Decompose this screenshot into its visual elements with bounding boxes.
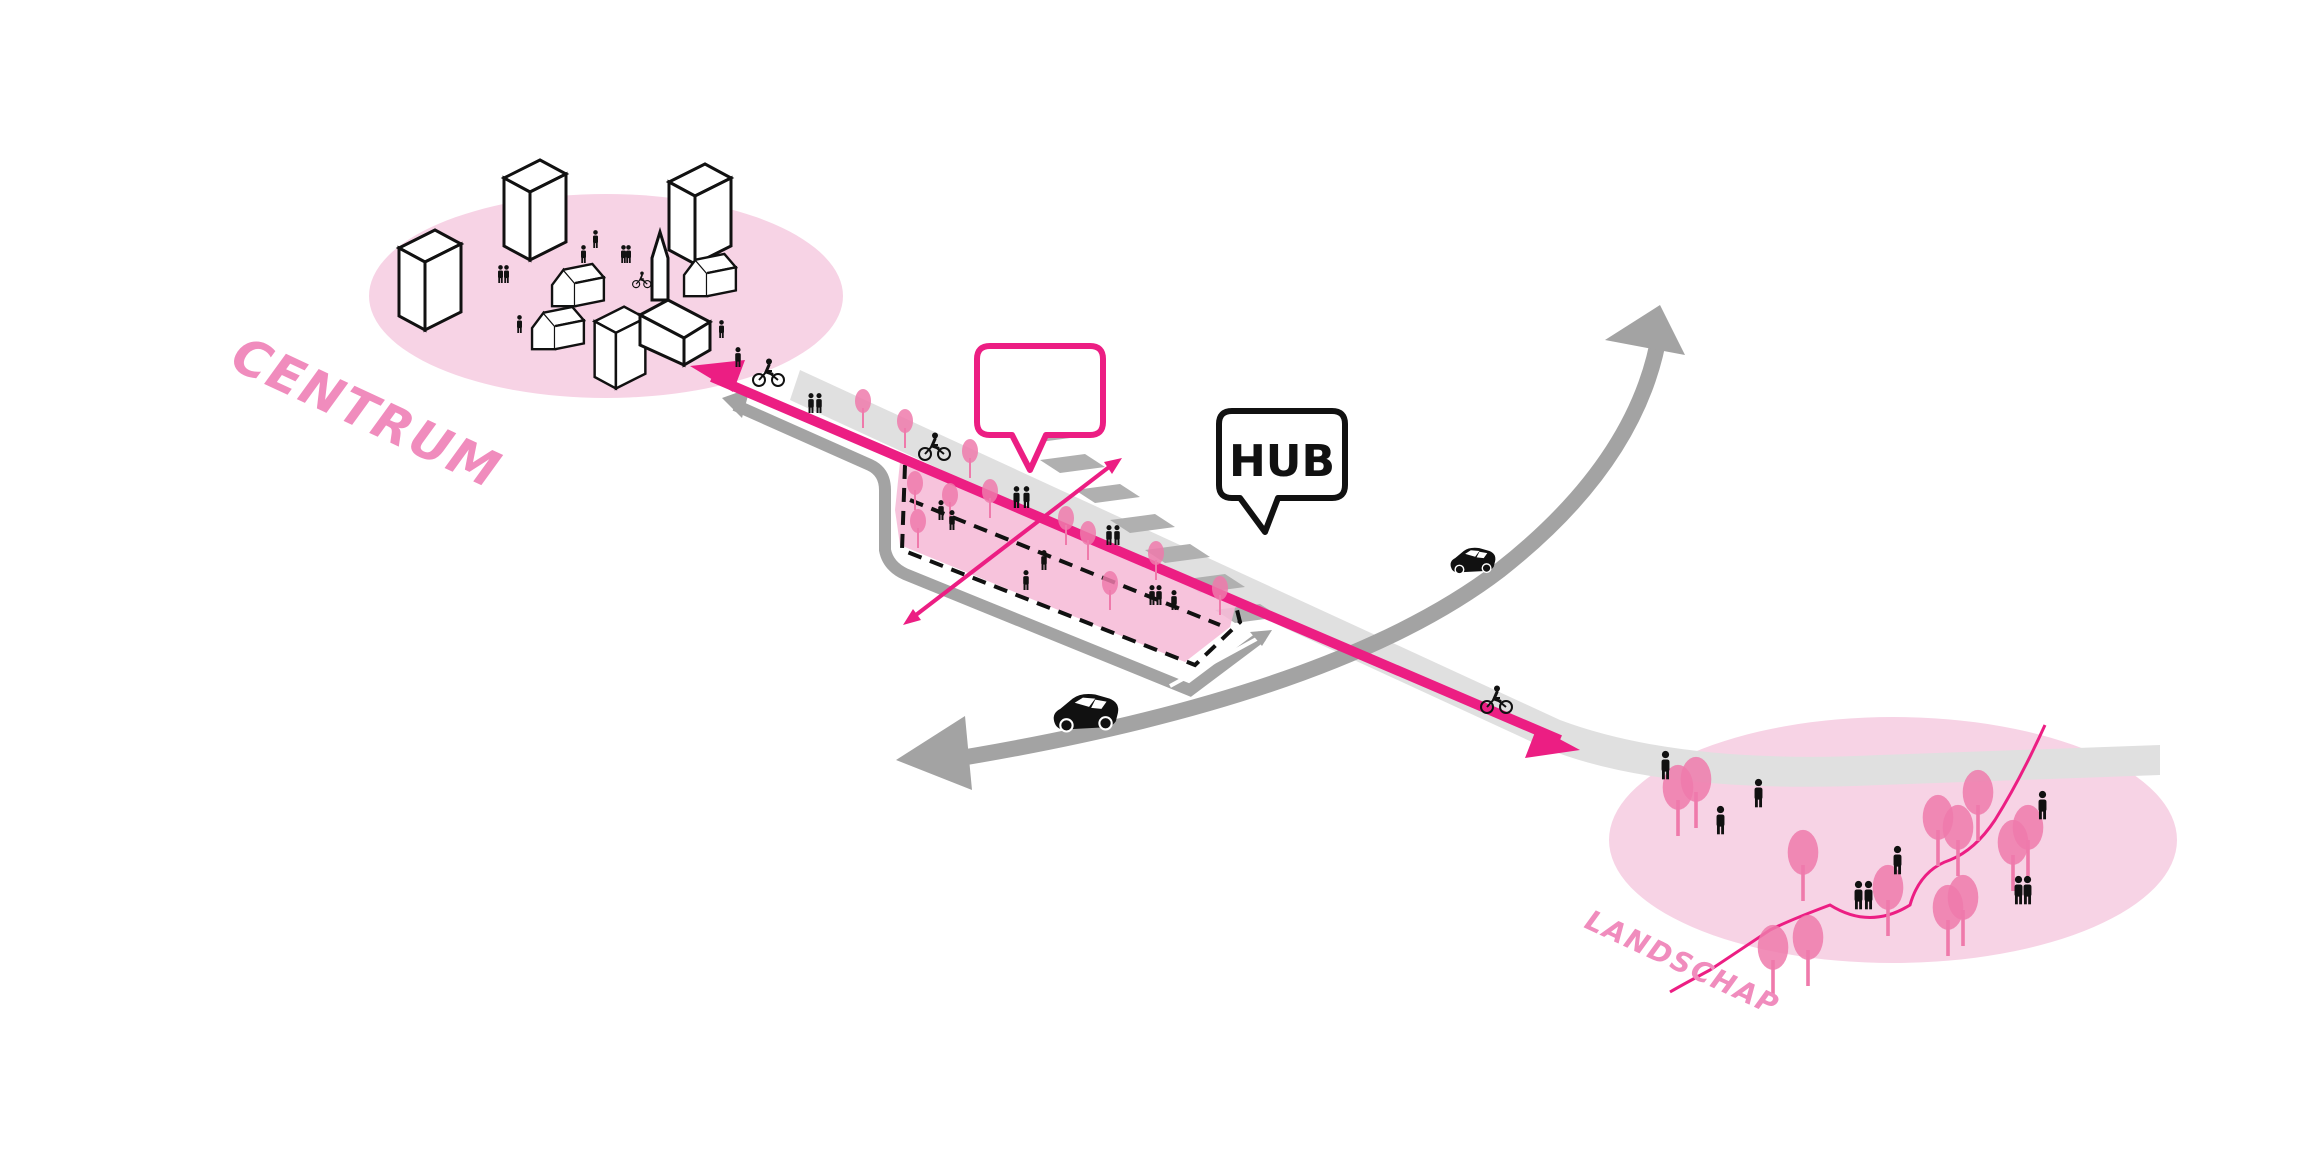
person-icon: [808, 393, 814, 413]
church-icon: [636, 226, 714, 368]
hub-label: HUB: [1229, 436, 1335, 487]
building-icon: [397, 228, 463, 332]
building-icon: [502, 158, 568, 262]
hub-square-inner-line: [909, 498, 1221, 627]
main-axis-arrow-west: [690, 360, 745, 392]
tree-icon: [1792, 914, 1824, 986]
service-road-exit-arrow: [1250, 630, 1272, 646]
landscape-river: [1669, 724, 2047, 994]
car-icon: [1052, 692, 1120, 733]
main-axis-arrow-east: [1525, 727, 1580, 758]
service-road: [732, 399, 1266, 697]
building-icon: [667, 162, 733, 266]
service-road-exit: [1169, 634, 1263, 688]
empty-speech-bubble: [974, 343, 1106, 473]
arterial-road: [922, 322, 1668, 771]
arterial-arrowhead-north: [1605, 305, 1685, 355]
cross-axis-arrow-sw: [903, 609, 921, 625]
hub-speech-bubble: HUB: [1216, 408, 1348, 535]
main-axis: [710, 372, 1562, 745]
cross-axis: [910, 462, 1115, 620]
hub-square-outline: [899, 464, 1243, 668]
car-icon: [1449, 546, 1497, 575]
city-buildings: [397, 158, 738, 390]
arterial-arrowhead-south: [896, 716, 972, 790]
cross-axis-arrow-ne: [1104, 458, 1122, 474]
building-icon: [593, 305, 647, 390]
